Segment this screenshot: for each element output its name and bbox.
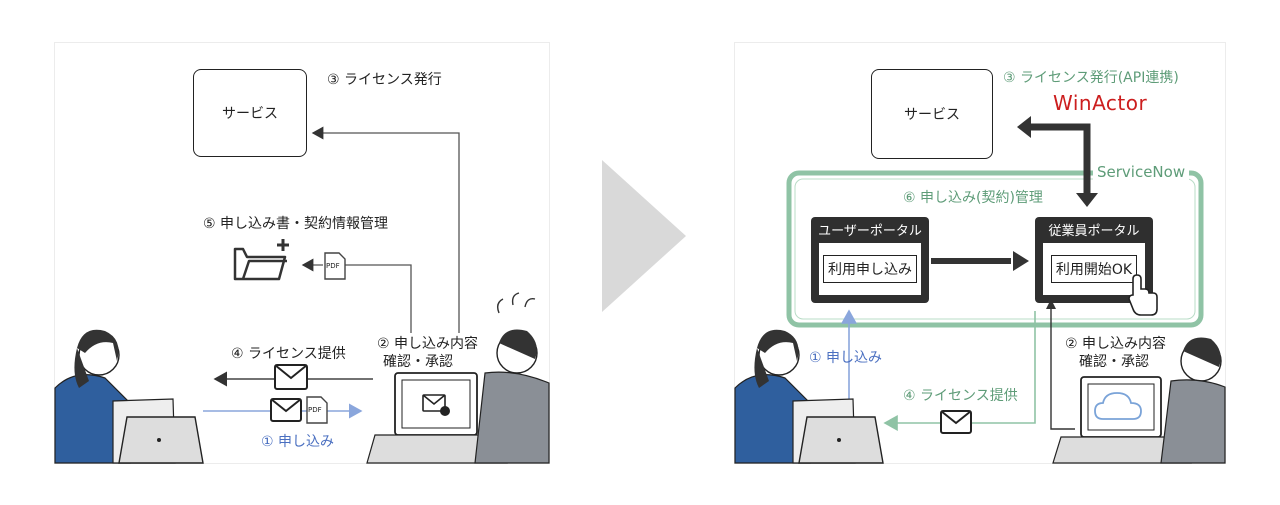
service-label: サービス xyxy=(904,107,960,123)
envelope-icon xyxy=(274,364,308,390)
approver-person-illustration xyxy=(1052,337,1226,464)
step1-application-label: ① 申し込み xyxy=(261,434,335,450)
pdf-label: PDF xyxy=(326,262,340,270)
start-use-ok-button[interactable]: 利用開始OK xyxy=(1050,255,1138,283)
servicenow-label: ServiceNow xyxy=(1093,163,1190,181)
step3-license-issue-label: ③ ライセンス発行 xyxy=(327,72,442,88)
user-portal: ユーザーポータル 利用申し込み xyxy=(811,217,929,303)
envelope-icon xyxy=(270,398,302,422)
applicant-person-illustration xyxy=(54,329,204,464)
employee-portal-title: 従業員ポータル xyxy=(1048,224,1140,239)
service-box: サービス xyxy=(871,69,993,159)
step3-license-issue-api-label: ③ ライセンス発行(API連携) xyxy=(1003,70,1179,86)
step4-license-provide-label: ④ ライセンス提供 xyxy=(231,346,346,362)
pdf-label: PDF xyxy=(308,406,322,414)
user-portal-title: ユーザーポータル xyxy=(818,224,922,239)
pdf-document-icon xyxy=(324,252,346,280)
step2-review-label-line2: 確認・承認 xyxy=(383,354,453,370)
service-label: サービス xyxy=(222,106,278,122)
pdf-document-icon xyxy=(306,396,328,424)
pointer-hand-layer xyxy=(1128,274,1158,316)
service-box: サービス xyxy=(193,69,307,157)
approver-person-illustration xyxy=(366,292,550,464)
step6-contract-management-label: ⑥ 申し込み(契約)管理 xyxy=(903,190,1043,206)
step5-contract-management-label: ⑤ 申し込み書・契約情報管理 xyxy=(203,216,389,232)
left-connectors xyxy=(54,126,550,464)
step1-application-label: ① 申し込み xyxy=(809,350,883,366)
applicant-person-illustration xyxy=(734,329,884,464)
right-connectors xyxy=(734,116,1226,464)
pointer-hand-icon xyxy=(1128,274,1158,316)
cloud-icon xyxy=(1094,392,1142,420)
winactor-label: WinActor xyxy=(1053,91,1148,115)
step2-review-label-line1: ② 申し込み内容 xyxy=(377,336,479,352)
envelope-icon xyxy=(940,410,972,434)
step2-review-label-line2: 確認・承認 xyxy=(1079,354,1149,370)
apply-button[interactable]: 利用申し込み xyxy=(823,255,917,283)
after-diagram: サービス ③ ライセンス発行(API連携) WinActor ServiceNo… xyxy=(734,42,1226,464)
folder-plus-icon xyxy=(233,239,289,281)
before-diagram: サービス ③ ライセンス発行 ⑤ 申し込み書・契約情報管理 PDF PDF ② … xyxy=(54,42,550,464)
step2-review-label-line1: ② 申し込み内容 xyxy=(1065,336,1167,352)
step4-license-provide-label: ④ ライセンス提供 xyxy=(903,388,1018,404)
